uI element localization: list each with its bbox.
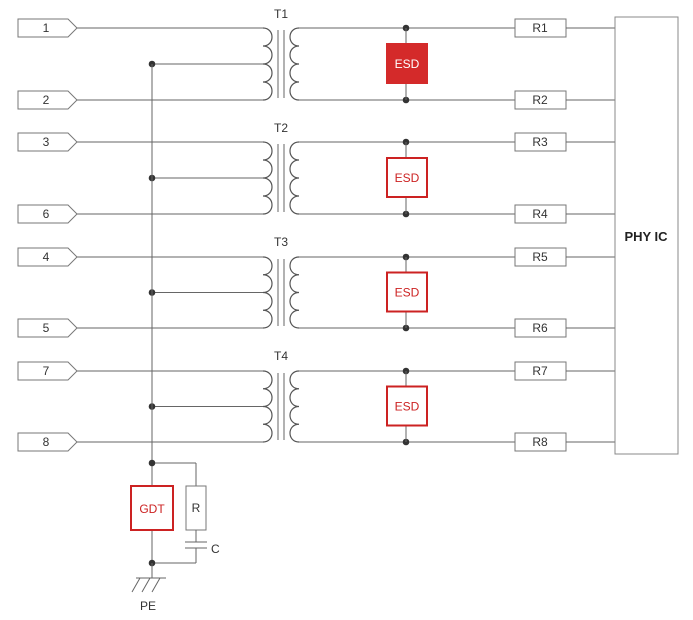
primary-winding (262, 370, 273, 443)
connector-pin-label: 1 (43, 21, 50, 35)
esd-label: ESD (395, 400, 420, 414)
phy-ic-label: PHY IC (624, 229, 668, 244)
series-resistor-label: R5 (532, 250, 548, 264)
phy-ic-block (614, 16, 679, 455)
series-resistor-label: R8 (532, 435, 548, 449)
primary-winding (262, 256, 273, 329)
series-resistor-label: R6 (532, 321, 548, 335)
esd-label: ESD (395, 171, 420, 185)
connector-pin (17, 318, 78, 338)
primary-winding (262, 141, 273, 215)
connector-pin-label: 6 (43, 207, 50, 221)
connector-pin-label: 8 (43, 435, 50, 449)
esd-device (386, 43, 428, 84)
transformer-label: T1 (274, 7, 288, 21)
surge-protection: R C GDT PE (130, 459, 220, 613)
transformer-label: T2 (274, 121, 288, 135)
connector-pin-label: 4 (43, 250, 50, 264)
connector-pin-label: 2 (43, 93, 50, 107)
connector-pin (17, 18, 78, 38)
capacitor-label: C (211, 542, 220, 556)
secondary-winding (289, 370, 300, 443)
esd-label: ESD (395, 286, 420, 300)
ground-label: PE (140, 599, 156, 613)
secondary-winding (289, 141, 300, 215)
connector-pin (17, 247, 78, 267)
gdt-box (130, 485, 174, 531)
esd-device (386, 271, 428, 313)
series-resistor-label: R2 (532, 93, 548, 107)
esd-device (386, 385, 428, 427)
connector-pin-label: 3 (43, 135, 50, 149)
transformer-label: T3 (274, 235, 288, 249)
connector-pin (17, 432, 78, 452)
esd-label: ESD (395, 57, 420, 71)
ground-symbol (131, 563, 166, 593)
series-resistor-label: R3 (532, 135, 548, 149)
esd-device (386, 157, 428, 198)
series-resistor-label: R4 (532, 207, 548, 221)
connector-pin (17, 90, 78, 110)
secondary-winding (289, 27, 300, 101)
primary-winding (262, 27, 273, 101)
connector-pin (17, 204, 78, 224)
transformer-label: T4 (274, 349, 288, 363)
connector-pin (17, 361, 78, 381)
connector-pin-label: 7 (43, 364, 50, 378)
secondary-winding (289, 256, 300, 329)
resistor-label: R (192, 501, 201, 515)
series-resistor-label: R1 (532, 21, 548, 35)
gdt-label: GDT (139, 502, 165, 516)
series-resistor-label: R7 (532, 364, 548, 378)
connector-pin-label: 5 (43, 321, 50, 335)
connector-pin (17, 132, 78, 152)
